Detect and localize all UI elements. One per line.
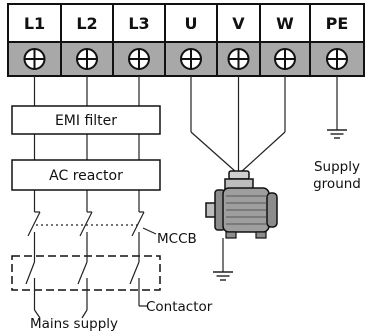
ac-reactor-label: AC reactor [49, 168, 123, 184]
ac-reactor: AC reactor [11, 159, 161, 191]
screw-icon-v [227, 48, 250, 70]
mains-supply-label: Mains supply [30, 316, 118, 331]
terminal-block: L1 L2 L3 U V W PE [7, 3, 365, 77]
contactor-label: Contactor [146, 299, 213, 315]
screw-icon-w [274, 48, 296, 70]
terminal-label-w: W [276, 14, 294, 33]
terminal-label-l2: L2 [76, 14, 97, 33]
mccb-label: MCCB [157, 231, 197, 247]
supply-ground-label-line2: ground [313, 176, 361, 192]
screw-icon-u [180, 48, 202, 70]
motor-icon [205, 170, 278, 239]
emi-filter-label: EMI filter [55, 113, 117, 129]
input-wires [33, 76, 140, 212]
screw-icon-l2 [76, 48, 98, 70]
terminal-label-l1: L1 [24, 14, 45, 33]
motor-ground-icon [213, 238, 233, 281]
emi-filter: EMI filter [11, 105, 161, 135]
mccb-switches [27, 211, 157, 248]
supply-ground-label-line1: Supply [314, 159, 360, 175]
pe-ground-icon [327, 76, 347, 139]
terminal-label-v: V [232, 14, 245, 33]
screw-icon-l1 [23, 48, 46, 70]
screw-icon-pe [326, 48, 348, 70]
terminal-label-u: U [185, 14, 198, 33]
terminal-label-pe: PE [326, 14, 349, 33]
contactor [11, 248, 161, 319]
output-wires [190, 76, 286, 173]
screw-icon-l3 [128, 48, 150, 70]
terminal-label-l3: L3 [128, 14, 149, 33]
